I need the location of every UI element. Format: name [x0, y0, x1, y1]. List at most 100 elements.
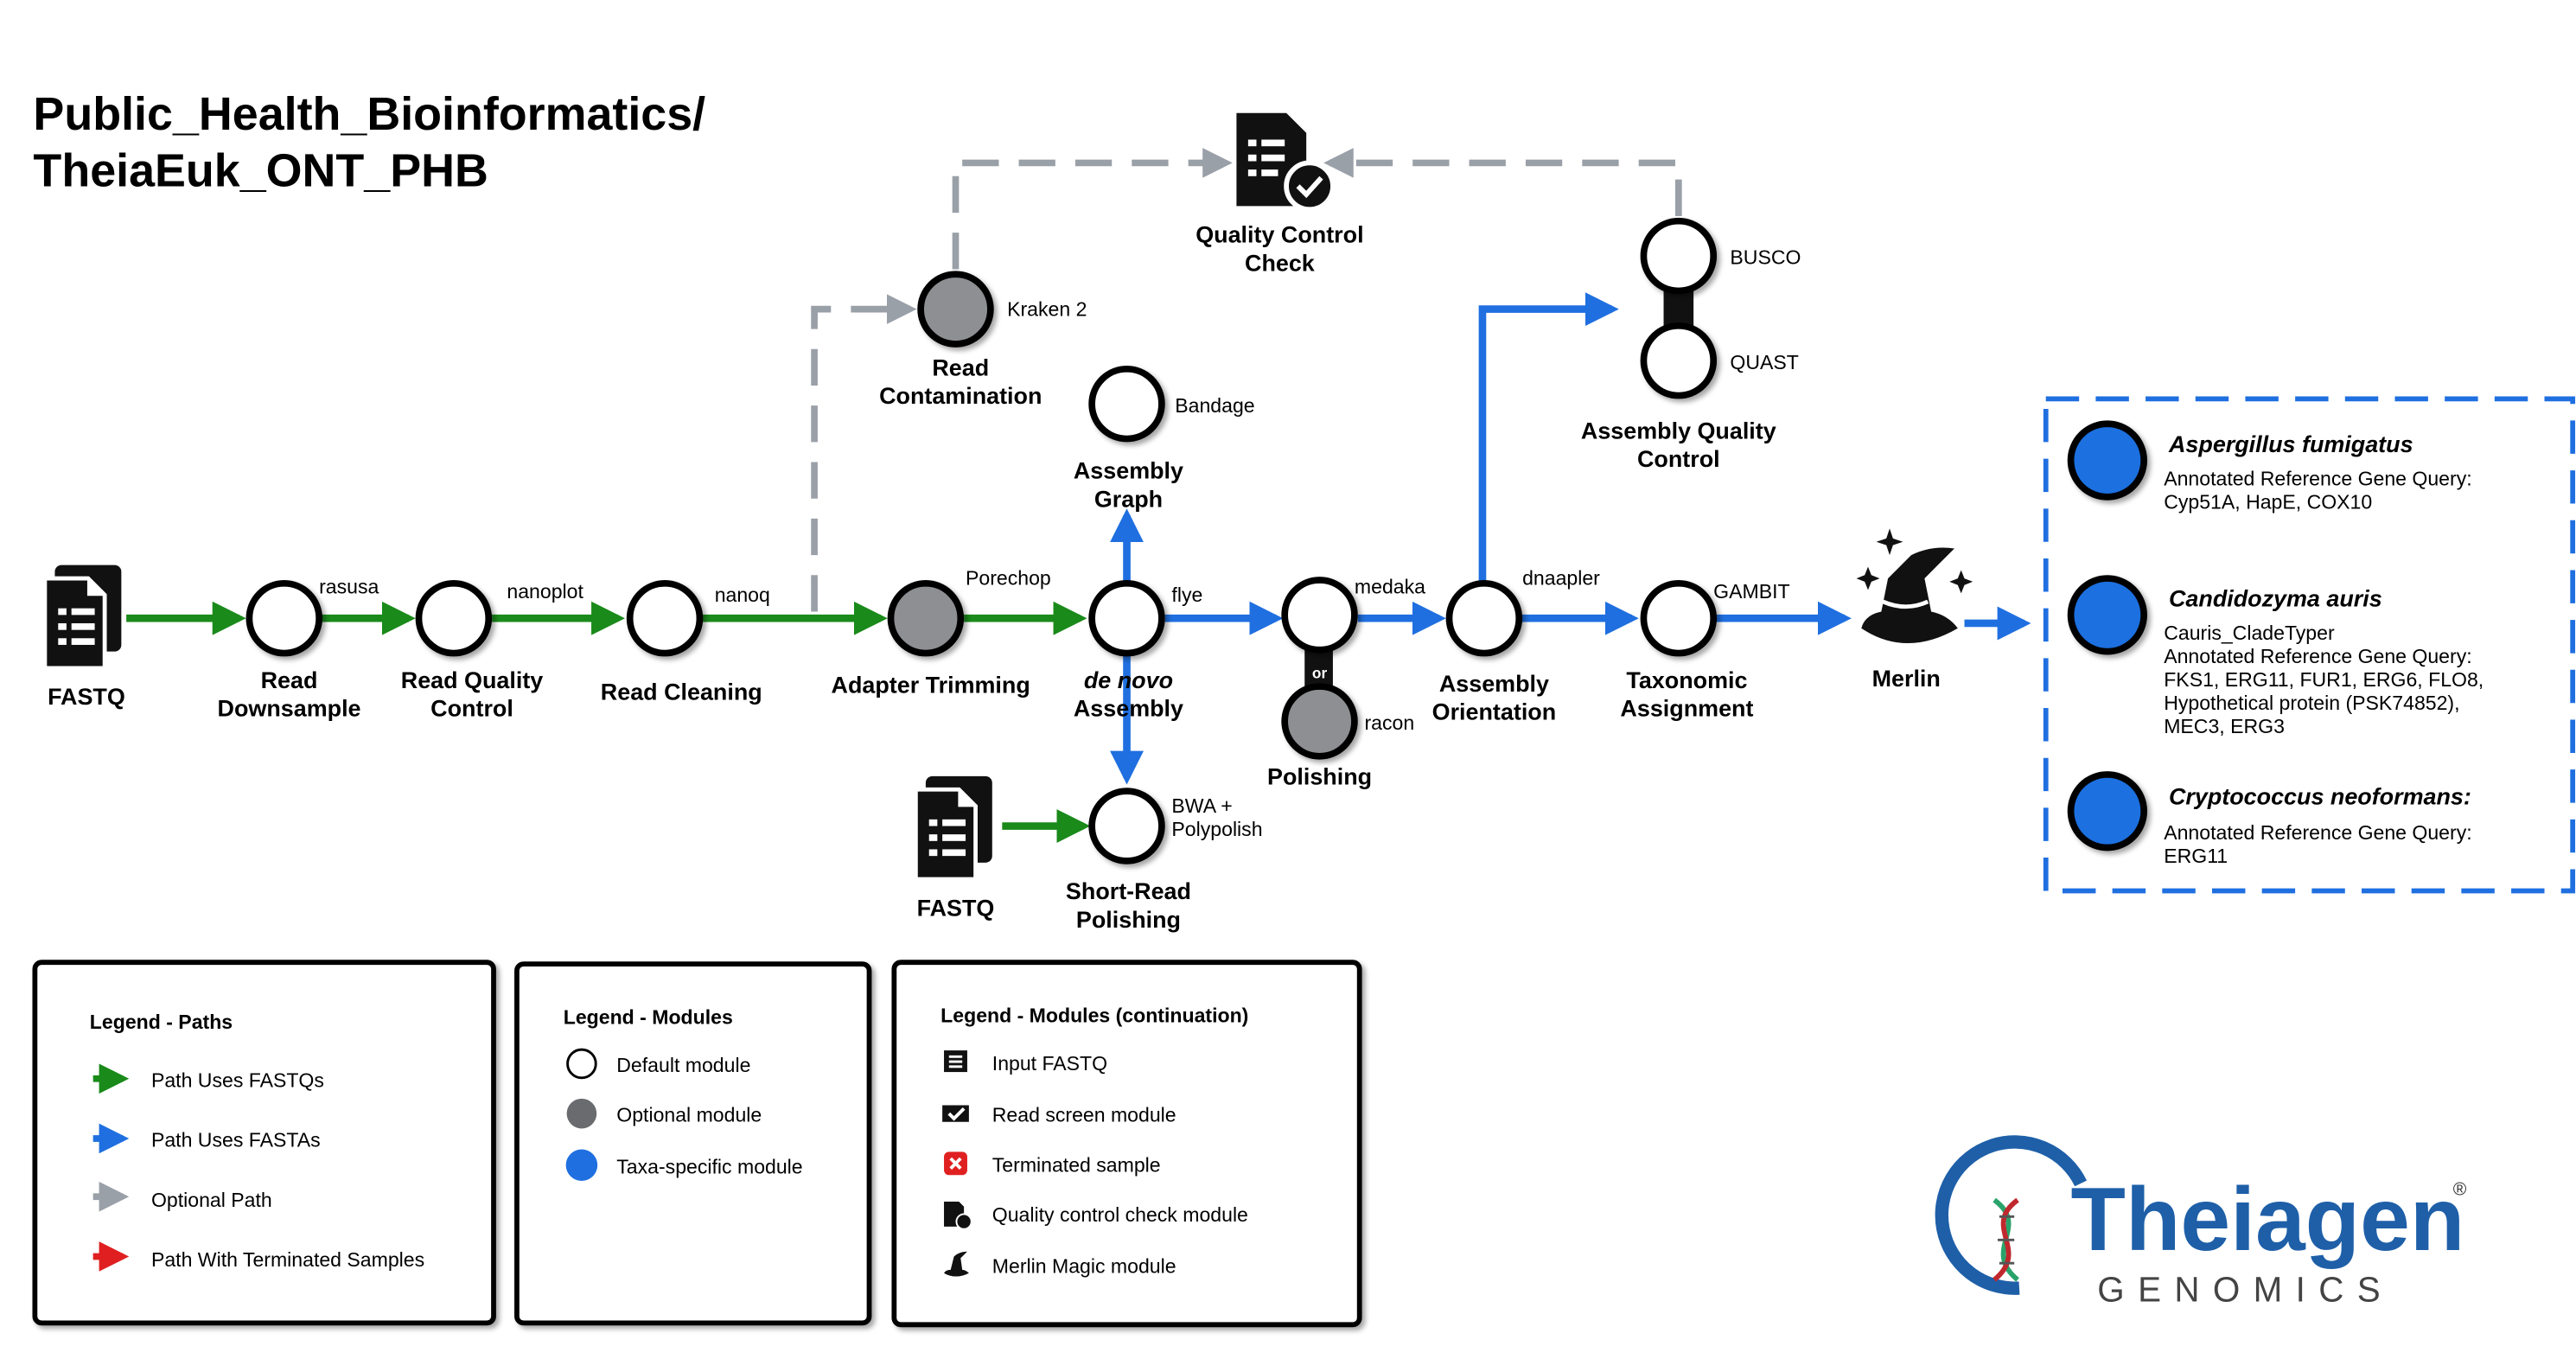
- dna-icon: [1993, 1197, 2019, 1282]
- taxa-line: Annotated Reference Gene Query:: [2164, 467, 2471, 489]
- read-qc-tool: nanoplot: [507, 580, 583, 603]
- read-cleaning-node[interactable]: [626, 579, 704, 657]
- legend-modules-item: Optional module: [616, 1104, 762, 1126]
- legend-modules-cont: Legend - Modules (continuation) Input FA…: [891, 960, 1362, 1328]
- adapter-trimming-tool: Porechop: [966, 567, 1051, 590]
- polishing-medaka-tool: medaka: [1355, 575, 1425, 597]
- taxa-item: Aspergillus fumigatus Annotated Referenc…: [2067, 420, 2472, 513]
- merlin-hat-icon: [1856, 528, 1973, 644]
- taxa-line: FKS1, ERG11, FUR1, ERG6, FLO8,: [2164, 668, 2484, 691]
- taxa-module-node[interactable]: [2067, 771, 2147, 852]
- title-line-1: Public_Health_Bioinformatics/: [33, 88, 705, 140]
- legend-paths-title: Legend - Paths: [90, 1011, 233, 1033]
- logo-registered-mark: ®: [2453, 1179, 2467, 1199]
- taxa-module-node[interactable]: [2067, 420, 2147, 501]
- taxa-line: Annotated Reference Gene Query:: [2164, 821, 2471, 844]
- read-qc-node[interactable]: [415, 579, 493, 657]
- legend-taxa-module-icon: [565, 1149, 598, 1182]
- read-downsample-label-2: Downsample: [218, 696, 361, 722]
- legend-modules-cont-item: Merlin Magic module: [992, 1255, 1176, 1278]
- taxonomic-assignment-label-2: Assignment: [1620, 696, 1753, 722]
- assembly-graph-label-2: Graph: [1094, 486, 1163, 512]
- merlin-label: Merlin: [1872, 666, 1941, 692]
- taxa-line: ERG11: [2164, 845, 2228, 867]
- short-read-fastq-label: FASTQ: [917, 895, 995, 921]
- short-read-polishing-tool-1: BWA +: [1171, 794, 1232, 817]
- input-fastq-icon: [944, 1050, 967, 1073]
- short-read-polishing-node[interactable]: [1088, 788, 1165, 864]
- legend-modules-item: Default module: [616, 1054, 750, 1076]
- short-read-polishing-tool-2: Polypolish: [1171, 818, 1262, 840]
- denovo-assembly-label-2: Assembly: [1074, 696, 1183, 722]
- polishing-or-text: or: [1312, 664, 1328, 681]
- title-line-2: TheiaEuk_ONT_PHB: [33, 144, 488, 196]
- read-downsample-node[interactable]: [245, 579, 322, 657]
- legend-paths-item: Path Uses FASTQs: [151, 1069, 324, 1091]
- legend-paths-item: Path Uses FASTAs: [151, 1129, 321, 1151]
- legend-modules-cont-item: Read screen module: [992, 1104, 1176, 1126]
- legend-modules-item: Taxa-specific module: [616, 1155, 802, 1177]
- qc-check-label-1: Quality Control: [1196, 222, 1363, 248]
- read-contamination-label-2: Contamination: [879, 383, 1042, 409]
- fastq-paths: [126, 601, 1091, 843]
- polishing-label: Polishing: [1267, 763, 1372, 789]
- legend-paths-item: Optional Path: [151, 1189, 272, 1211]
- legend-optional-module-icon: [566, 1098, 597, 1129]
- assembly-qc-quast-node[interactable]: [1640, 322, 1718, 399]
- qc-check-module-icon: [944, 1202, 972, 1230]
- read-cleaning-label: Read Cleaning: [601, 679, 762, 705]
- polishing-medaka-node[interactable]: [1281, 577, 1358, 654]
- optional-paths: [811, 148, 1682, 612]
- qc-check-label-2: Check: [1245, 250, 1315, 276]
- legend-default-module-icon: [566, 1048, 597, 1080]
- assembly-graph-label-1: Assembly: [1074, 458, 1183, 484]
- taxonomic-assignment-tool: GAMBIT: [1713, 580, 1789, 603]
- fastq-input-label: FASTQ: [48, 684, 125, 710]
- read-contamination-label-1: Read: [932, 355, 989, 381]
- short-read-polishing-label-1: Short-Read: [1066, 878, 1191, 904]
- fasta-paths: [1110, 292, 2031, 785]
- legend-modules-cont-item: Terminated sample: [992, 1153, 1161, 1176]
- denovo-assembly-label-1: de novo: [1084, 667, 1173, 693]
- assembly-orientation-label-1: Assembly: [1439, 671, 1549, 697]
- assembly-orientation-tool: dnaapler: [1522, 567, 1600, 590]
- legend-modules-title: Legend - Modules: [564, 1005, 733, 1028]
- legend-modules-cont-title: Legend - Modules (continuation): [940, 1004, 1248, 1026]
- taxa-name: Candidozyma auris: [2169, 586, 2382, 612]
- taxa-module-node[interactable]: [2067, 575, 2147, 655]
- read-downsample-tool: rasusa: [319, 575, 379, 597]
- taxa-line: MEC3, ERG3: [2164, 715, 2285, 737]
- denovo-assembly-tool: flye: [1171, 584, 1202, 606]
- read-downsample-label-1: Read: [261, 667, 318, 693]
- assembly-qc-busco-tool: BUSCO: [1730, 246, 1801, 269]
- taxonomic-assignment-node[interactable]: [1640, 579, 1718, 657]
- legend-paths: Legend - Paths Path Uses FASTQs Path Use…: [32, 960, 496, 1326]
- assembly-qc-label-1: Assembly Quality: [1581, 418, 1776, 444]
- adapter-trimming-node[interactable]: [887, 579, 965, 657]
- taxa-line: Cauris_CladeTyper: [2164, 622, 2335, 644]
- assembly-qc-busco-node[interactable]: [1640, 217, 1718, 295]
- assembly-graph-node[interactable]: [1088, 365, 1165, 443]
- logo-ring: [1935, 1135, 2088, 1295]
- merlin-magic-icon: [944, 1251, 969, 1277]
- read-qc-label-1: Read Quality: [401, 667, 544, 693]
- qc-check-icon: [1236, 112, 1336, 213]
- logo-name: Theiagen: [2071, 1170, 2465, 1270]
- read-screen-icon: [942, 1105, 969, 1122]
- legend-paths-item: Path With Terminated Samples: [151, 1248, 424, 1271]
- legend-modules-cont-item: Input FASTQ: [992, 1052, 1107, 1075]
- polishing-racon-node[interactable]: [1281, 683, 1358, 760]
- taxa-line: Hypothetical protein (PSK74852),: [2164, 692, 2459, 714]
- read-contamination-node[interactable]: [917, 271, 994, 348]
- assembly-qc-quast-tool: QUAST: [1730, 351, 1798, 373]
- assembly-orientation-label-2: Orientation: [1432, 699, 1557, 724]
- assembly-orientation-node[interactable]: [1445, 579, 1523, 657]
- theiagen-logo: Theiagen ® GENOMICS: [1935, 1135, 2467, 1309]
- legend-modules: Legend - Modules Default module Optional…: [514, 961, 872, 1326]
- read-qc-label-2: Control: [430, 696, 513, 722]
- taxa-line: Cyp51A, HapE, COX10: [2164, 490, 2372, 513]
- denovo-assembly-node[interactable]: [1088, 579, 1165, 657]
- read-contamination-tool: Kraken 2: [1007, 297, 1087, 320]
- taxa-item: Candidozyma auris Cauris_CladeTyper Anno…: [2067, 575, 2484, 737]
- taxa-box: [2043, 396, 2576, 894]
